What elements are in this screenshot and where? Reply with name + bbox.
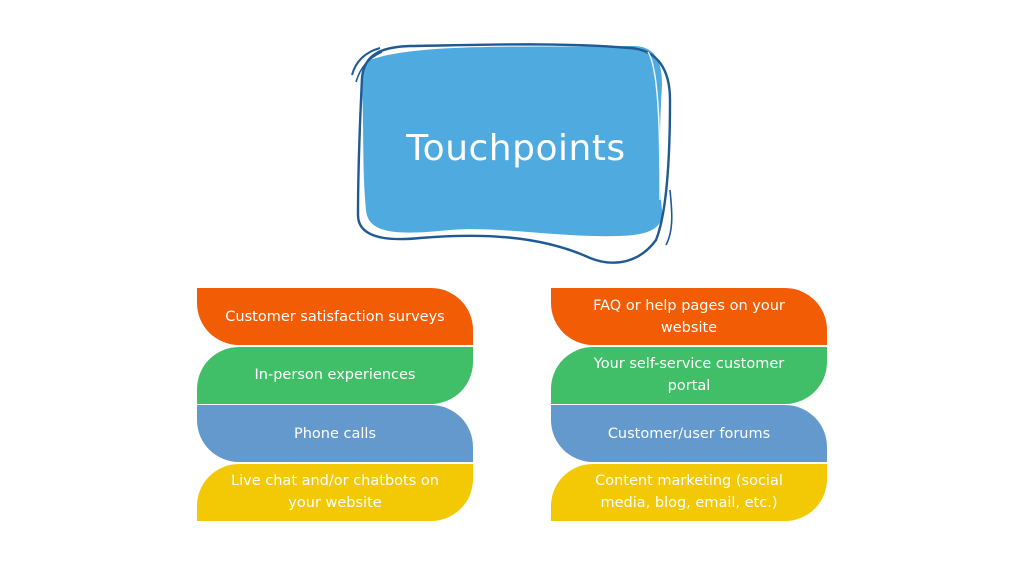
touchpoint-label: Live chat and/or chatbots on your websit…: [231, 473, 439, 511]
touchpoint-label: In-person experiences: [254, 367, 416, 383]
touchpoint-card-content-marketing: Content marketing (social media, blog, e…: [551, 463, 827, 521]
touchpoint-card-user-forums: Customer/user forums: [551, 405, 827, 462]
left-touchpoint-column: Customer satisfaction surveys In-person …: [197, 288, 473, 522]
touchpoint-label: Customer/user forums: [607, 425, 771, 442]
right-touchpoint-column: FAQ or help pages on your website Your s…: [551, 288, 827, 522]
touchpoint-label: Customer satisfaction surveys: [225, 308, 445, 325]
touchpoint-card-faq-help-pages: FAQ or help pages on your website: [551, 288, 827, 345]
touchpoint-label: Phone calls: [294, 425, 376, 442]
touchpoint-card-in-person-experiences: In-person experiences: [197, 346, 473, 404]
touchpoint-card-self-service-portal: Your self-service customer portal: [551, 346, 827, 404]
touchpoint-label: FAQ or help pages on your website: [593, 297, 785, 336]
touchpoint-card-customer-satisfaction-surveys: Customer satisfaction surveys: [197, 288, 473, 345]
touchpoint-card-live-chat: Live chat and/or chatbots on your websit…: [197, 463, 473, 521]
touchpoint-label: Content marketing (social media, blog, e…: [595, 473, 783, 511]
touchpoint-label: Your self-service customer portal: [593, 356, 785, 394]
title-blob-shape: [351, 43, 673, 264]
diagram-title: Touchpoints: [406, 128, 626, 169]
touchpoint-card-phone-calls: Phone calls: [197, 405, 473, 462]
